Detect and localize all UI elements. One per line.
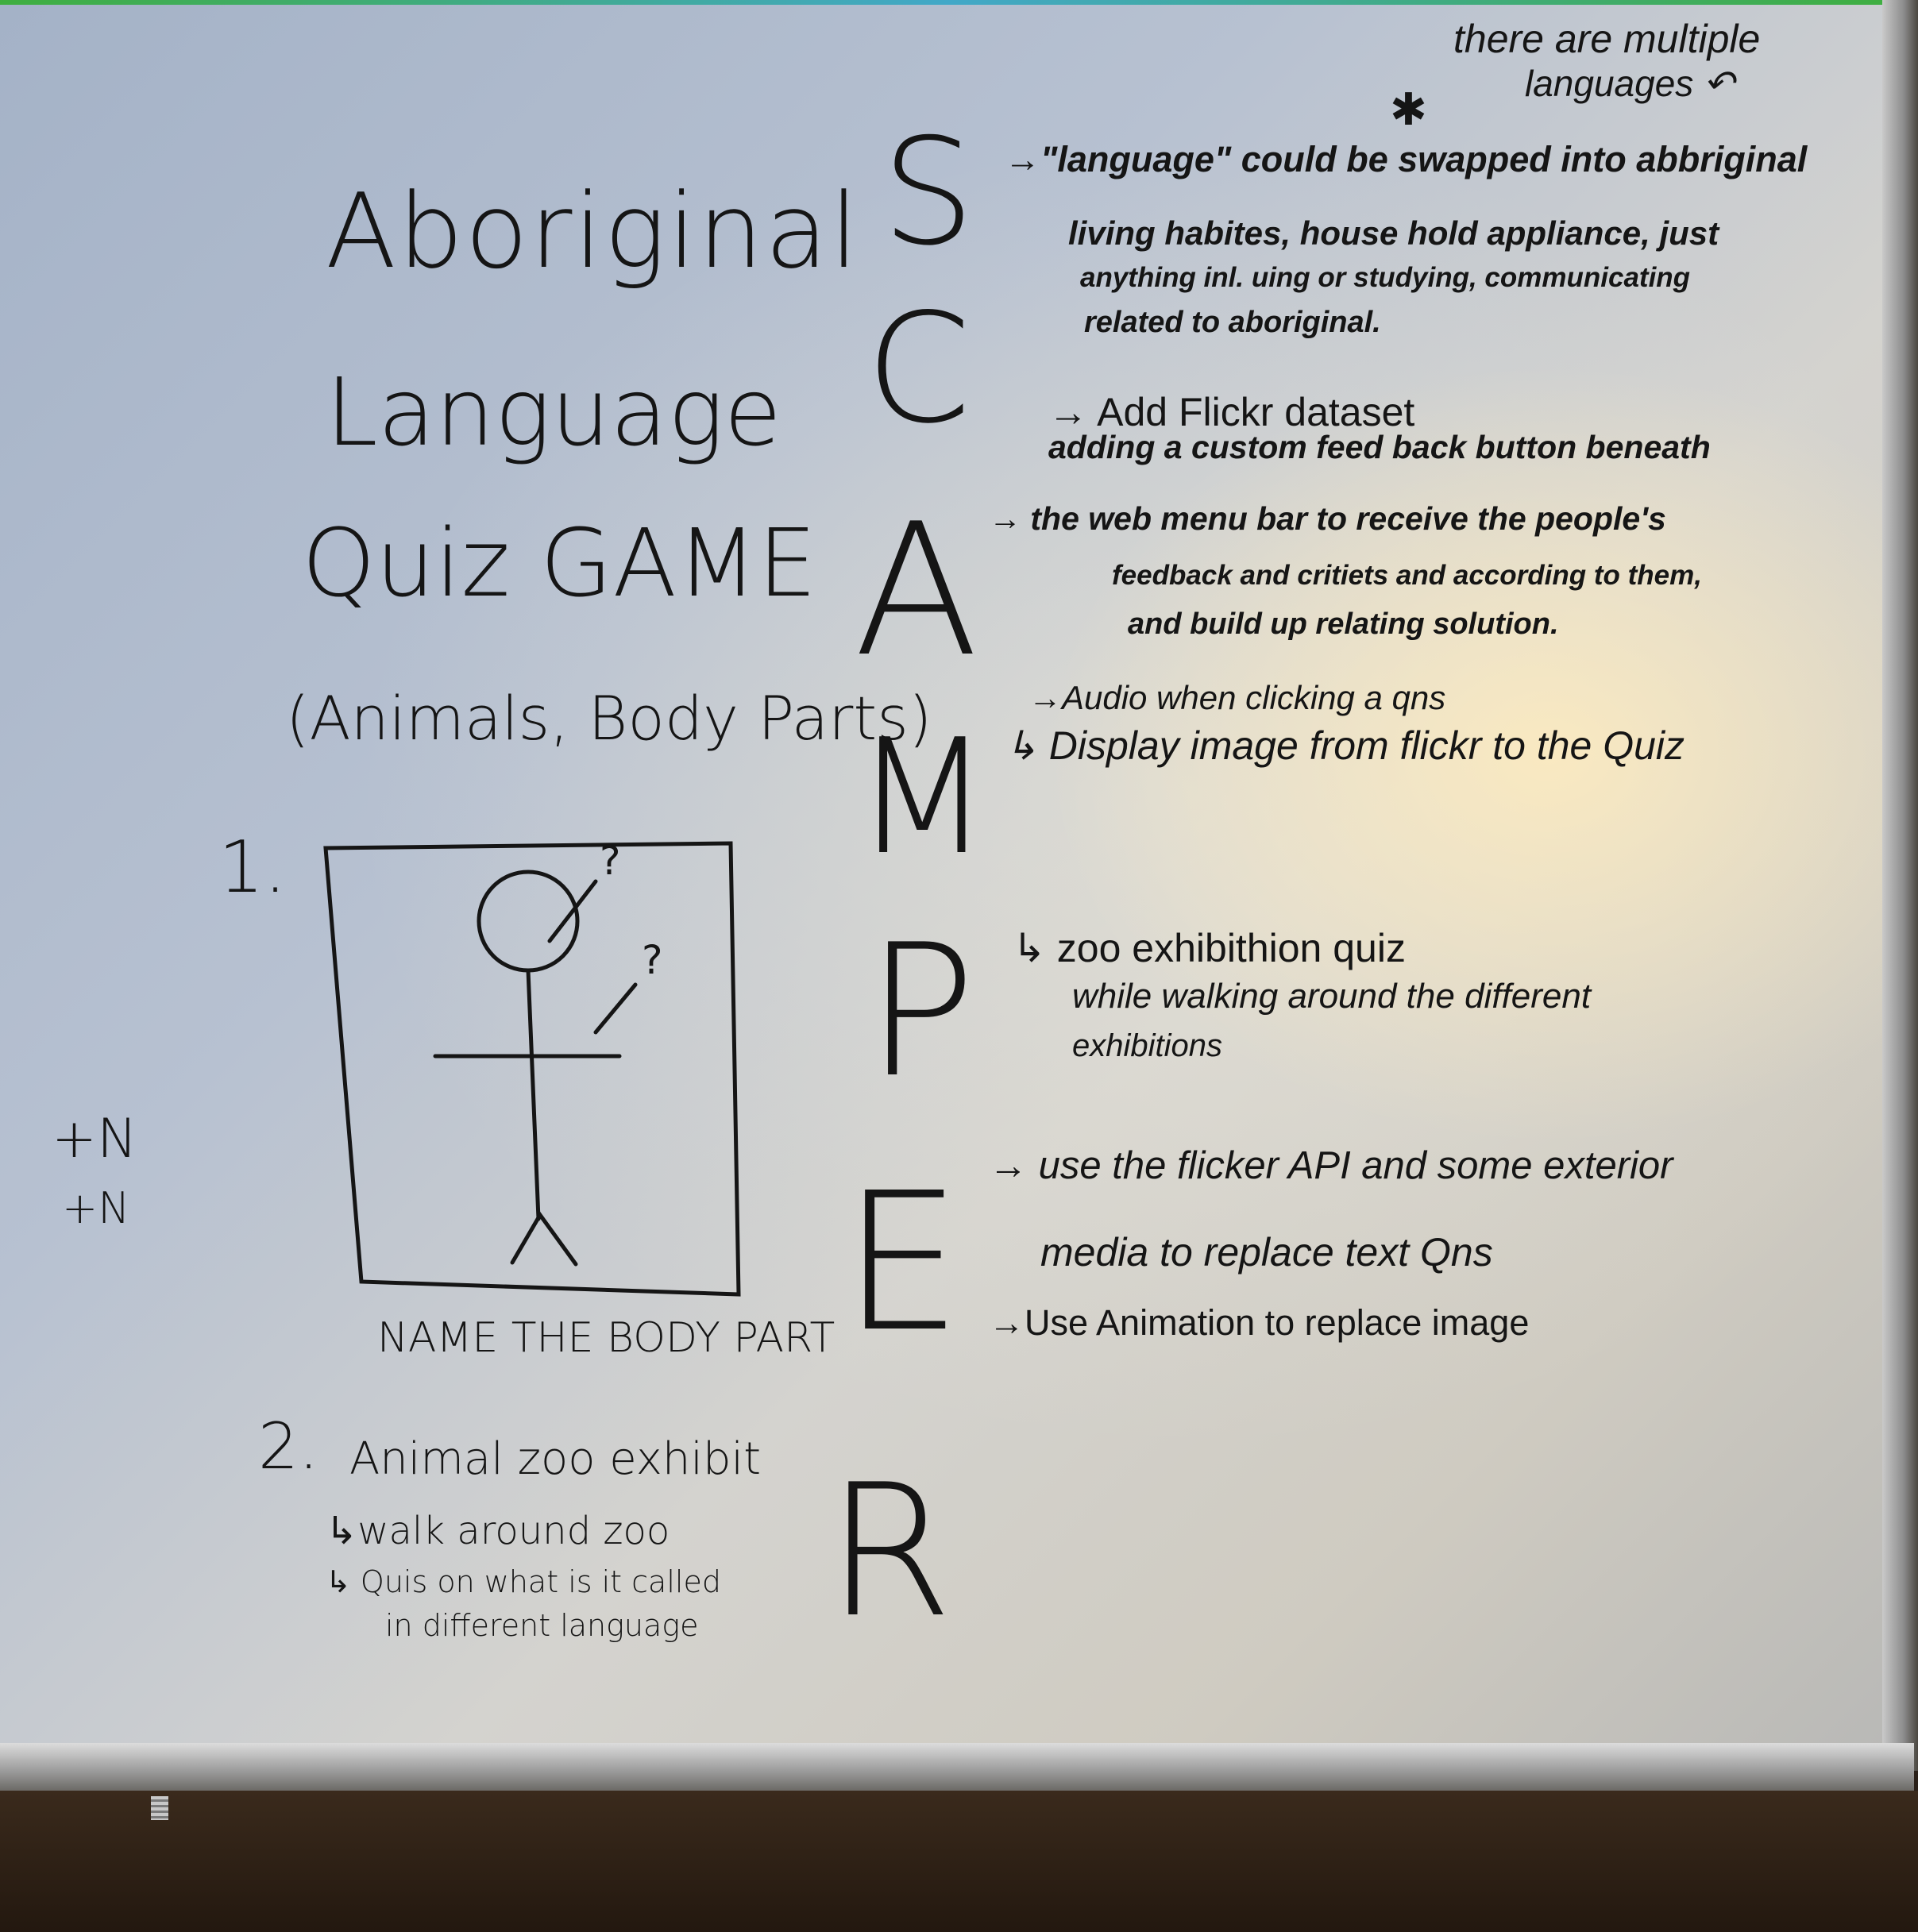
scamper-letter-p: P [866,906,976,1118]
title-line-3: Quiz GAME [302,508,817,618]
p-note-line-1: ↳ zoo exhibithion quiz [1013,926,1406,970]
figure-legs [510,1211,578,1267]
pointer-line-head [547,879,598,943]
s-note-line-3: anything inl. uing or studying, communic… [1080,262,1691,293]
c-note-line-1: → Add Flickr dataset [1048,390,1415,434]
idea-2-sub-3: in different language [385,1608,699,1643]
board-top-edge [0,0,1898,5]
scamper-letter-s: S [882,106,975,278]
note-multiple-languages-2: languages ↶ [1525,63,1735,104]
idea-2-number: 2. [258,1409,319,1483]
m-note-line-1: →Audio when clicking a qns [1028,679,1446,716]
a-note-line-4: and build up relating solution. [1128,607,1559,641]
idea-2-sub-2: ↳ Quis on what is it called [326,1564,721,1599]
m-note-line-2: ↳ Display image from flickr to the Quiz [1005,723,1685,768]
quiz-card-frame [323,841,741,1297]
scamper-letter-r: R [826,1446,953,1658]
floor-background [0,1791,1918,1932]
idea-2-sub-1: ↳walk around zoo [326,1509,670,1553]
title-line-1: Aboriginal [326,171,860,291]
mount-screw [151,1796,168,1820]
a-note-line-1: adding a custom feed back button beneath [1048,429,1711,465]
scamper-letter-e: E [842,1151,963,1374]
idea-2-heading: Animal zoo exhibit [349,1433,762,1485]
s-note-line-1: →"language" could be swapped into abbrig… [1005,139,1808,179]
s-note-line-4: related to aboriginal. [1084,306,1381,339]
pointer-line-arm [593,982,638,1035]
s-note-line-2: living habites, house hold appliance, ju… [1068,214,1719,252]
scamper-letter-m: M [854,705,991,890]
side-note-1: +N [52,1108,137,1170]
idea-1-number: 1. [218,826,287,909]
a-note-line-3: feedback and critiets and according to t… [1112,560,1702,591]
board-marker-tray [0,1743,1914,1791]
board-frame-right [1882,0,1918,1771]
e-note-line-3: →Use Animation to replace image [989,1302,1530,1343]
scamper-letter-a: A [854,485,979,697]
whiteboard [0,0,1898,1767]
title-line-4: (Animals, Body Parts) [286,683,932,754]
title-line-2: Language [326,357,782,467]
figure-body [526,968,541,1221]
p-note-line-2: while walking around the different [1072,977,1592,1016]
e-note-line-2: media to replace text Qns [1040,1230,1493,1275]
question-mark-head: ? [600,838,621,884]
scamper-letter-c: C [866,281,971,457]
a-note-line-2: → the web menu bar to receive the people… [989,500,1666,537]
side-note-2: +N [62,1183,130,1233]
question-mark-arm: ? [642,937,663,983]
s-star-icon: ✱ [1390,84,1427,134]
idea-1-caption: NAME THE BODY PART [377,1314,836,1362]
p-note-line-3: exhibitions [1072,1028,1223,1063]
note-multiple-languages-1: there are multiple [1453,17,1761,61]
e-note-line-1: → use the flicker API and some exterior [989,1144,1673,1187]
